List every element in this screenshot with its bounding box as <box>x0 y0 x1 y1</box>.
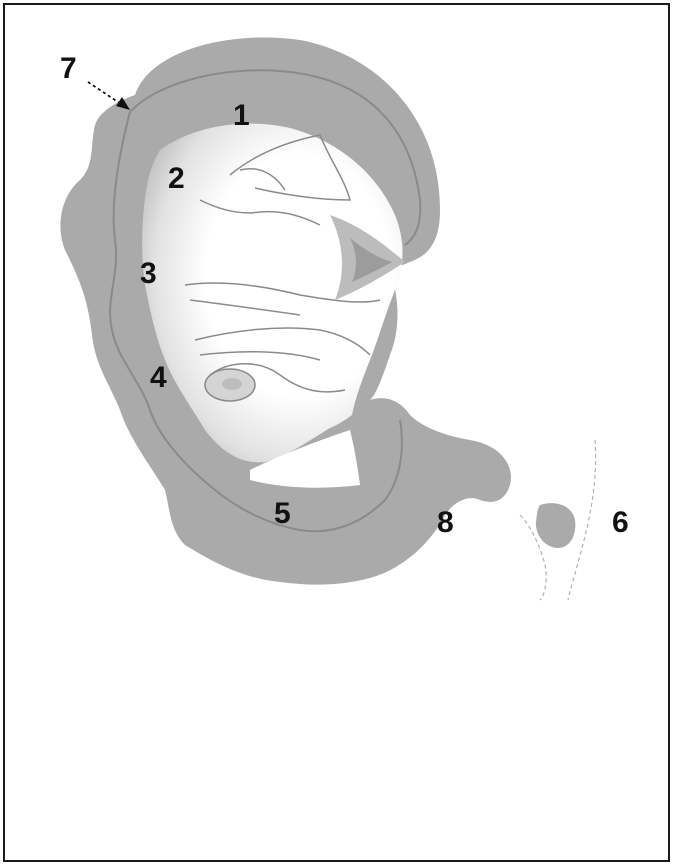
label-2: 2 <box>168 162 185 195</box>
label-7: 7 <box>60 52 77 85</box>
label-5: 5 <box>274 497 291 530</box>
label-6: 6 <box>612 506 629 539</box>
label-8: 8 <box>437 506 454 539</box>
side-blob <box>536 503 575 548</box>
label-1: 1 <box>233 99 250 132</box>
label-4: 4 <box>150 361 167 394</box>
oval-core <box>222 378 242 390</box>
label-3: 3 <box>140 257 157 290</box>
